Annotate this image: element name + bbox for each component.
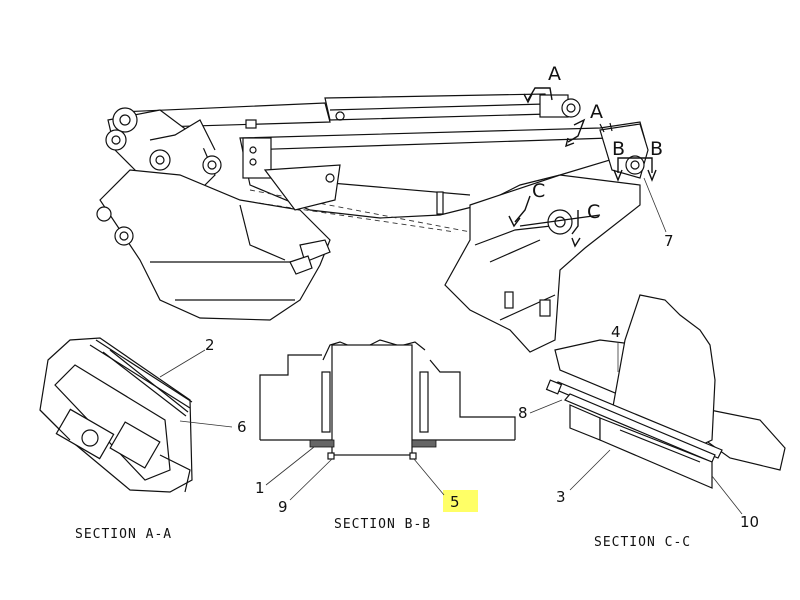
leader-8	[529, 399, 563, 414]
callout-4: 4	[611, 323, 621, 341]
leader-6	[179, 420, 233, 428]
section-cc-drawing	[545, 294, 786, 489]
callout-8: 8	[518, 404, 528, 422]
marker-b-left: B	[612, 138, 625, 160]
leader-1	[265, 446, 315, 486]
leader-5	[413, 458, 445, 496]
callout-6: 6	[237, 418, 247, 436]
callout-7: 7	[664, 232, 674, 250]
section-arrows	[508, 87, 657, 248]
callout-9: 9	[278, 498, 288, 516]
callout-1: 1	[255, 479, 265, 497]
section-bb-drawing	[259, 339, 516, 460]
marker-a-upper: A	[548, 63, 561, 85]
callout-3: 3	[556, 488, 566, 506]
leader-2	[159, 349, 206, 378]
stick-assembly-drawing	[96, 93, 649, 353]
callout-2: 2	[205, 336, 215, 354]
section-aa-drawing	[39, 337, 193, 493]
caption-section-aa: SECTION A-A	[75, 527, 172, 542]
callout-5: 5	[450, 493, 460, 511]
callout-5-highlight	[443, 490, 478, 512]
leader-10	[711, 475, 743, 515]
marker-c-right: C	[587, 201, 600, 223]
caption-section-bb: SECTION B-B	[334, 517, 431, 532]
marker-a-lower: A	[590, 101, 603, 123]
leader-9	[289, 458, 333, 501]
leader-3	[569, 449, 611, 491]
leader-7	[643, 177, 667, 233]
marker-c-left: C	[532, 180, 545, 202]
marker-b-right: B	[650, 138, 663, 160]
callout-10: 10	[740, 513, 759, 531]
caption-section-cc: SECTION C-C	[594, 535, 691, 550]
